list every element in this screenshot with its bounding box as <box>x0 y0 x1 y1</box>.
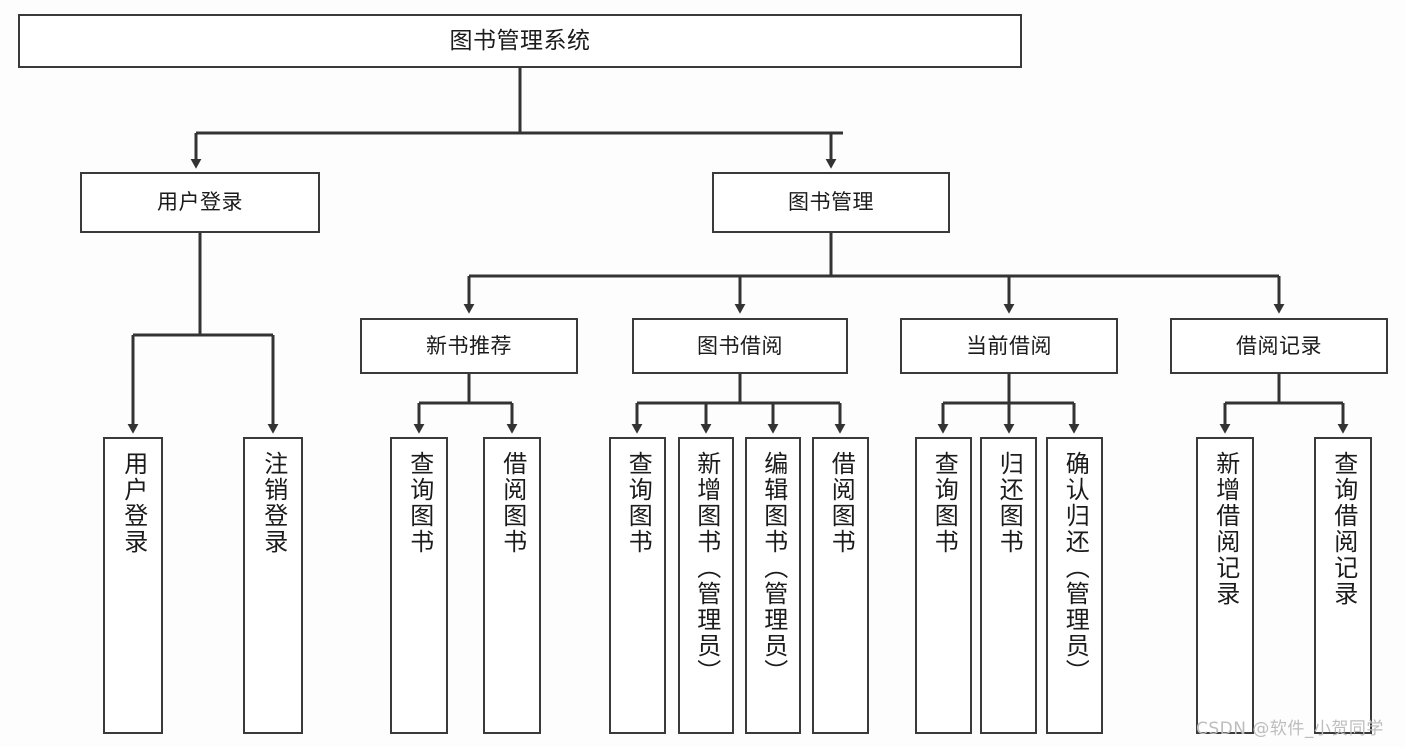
csdn-watermark: CSDN @软件_小贺同学 <box>1196 719 1384 739</box>
node-label: 查询借阅记录 <box>1329 451 1358 607</box>
node-label: 查询图书 <box>930 451 959 555</box>
node-label: 图书管理 <box>788 190 874 215</box>
leaf-edit-book-admin[interactable]: 编辑图书（管理员） <box>745 437 801 734</box>
leaf-query-book-borrow[interactable]: 查询图书 <box>609 437 666 734</box>
node-label: 借阅图书 <box>498 451 527 555</box>
node-book-management[interactable]: 图书管理 <box>712 172 950 233</box>
leaf-user-login[interactable]: 用户登录 <box>103 437 163 734</box>
node-label: 编辑图书（管理员） <box>759 451 788 685</box>
leaf-query-borrow-record[interactable]: 查询借阅记录 <box>1314 437 1372 734</box>
node-label: 注销登录 <box>259 451 288 555</box>
node-book-borrow[interactable]: 图书借阅 <box>632 318 848 374</box>
node-label: 图书借阅 <box>697 333 783 358</box>
leaf-query-book-current[interactable]: 查询图书 <box>915 437 972 734</box>
node-label: 查询图书 <box>405 451 434 555</box>
leaf-borrow-book-recommend[interactable]: 借阅图书 <box>483 437 541 734</box>
node-label: 用户登录 <box>119 451 148 555</box>
leaf-confirm-return-admin[interactable]: 确认归还（管理员） <box>1046 437 1103 734</box>
node-label: 借阅图书 <box>827 451 856 555</box>
node-label: 新增借阅记录 <box>1211 451 1240 607</box>
leaf-query-book-recommend[interactable]: 查询图书 <box>390 437 448 734</box>
node-label: 归还图书 <box>995 451 1024 555</box>
leaf-logout[interactable]: 注销登录 <box>243 437 303 734</box>
node-new-book-recommend[interactable]: 新书推荐 <box>360 318 578 374</box>
node-label: 新书推荐 <box>426 333 512 358</box>
leaf-return-book[interactable]: 归还图书 <box>980 437 1037 734</box>
leaf-borrow-book[interactable]: 借阅图书 <box>812 437 869 734</box>
node-label: 借阅记录 <box>1236 333 1322 358</box>
node-root-system[interactable]: 图书管理系统 <box>18 14 1022 68</box>
node-label: 查询图书 <box>624 451 653 555</box>
node-label: 用户登录 <box>157 190 243 215</box>
leaf-add-book-admin[interactable]: 新增图书（管理员） <box>678 437 734 734</box>
node-user-login[interactable]: 用户登录 <box>80 172 320 233</box>
node-label: 新增图书（管理员） <box>692 451 721 685</box>
node-label: 图书管理系统 <box>449 27 591 54</box>
leaf-add-borrow-record[interactable]: 新增借阅记录 <box>1196 437 1254 734</box>
node-borrow-record[interactable]: 借阅记录 <box>1170 318 1388 374</box>
node-label: 当前借阅 <box>966 333 1052 358</box>
node-label: 确认归还（管理员） <box>1061 451 1090 685</box>
node-current-borrow[interactable]: 当前借阅 <box>900 318 1118 374</box>
